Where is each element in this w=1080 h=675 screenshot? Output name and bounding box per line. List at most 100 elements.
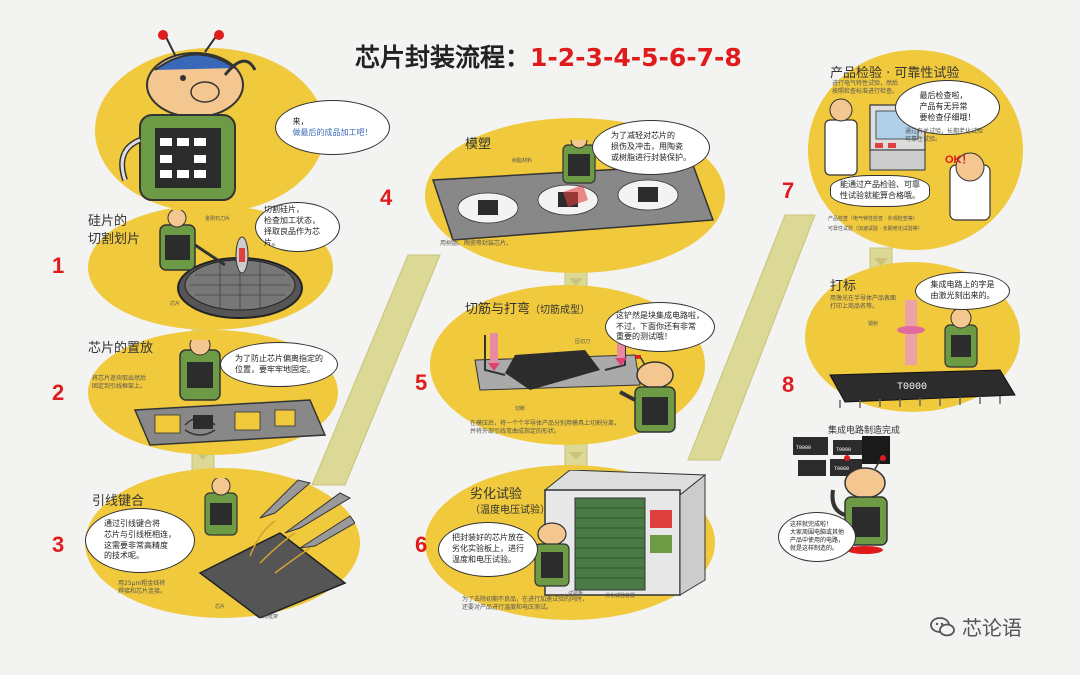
- step-3-bubble-line-4: 的技术呢。: [104, 551, 144, 561]
- step-5-note-line-2: 并将外部引线弯曲成指定的形状。: [470, 427, 561, 435]
- step-4-bubble-line-3: 或树脂进行封装保护。: [611, 152, 691, 162]
- step-7-note: 进行电气特性试验，然后按照检查标准进行检查。: [832, 80, 898, 96]
- step-1-bubble-line-1: 切割硅片，: [264, 205, 304, 215]
- step-6-bubble-line-2: 劣化实验板上，进行: [452, 544, 524, 554]
- final-chip-text-2: T0000: [836, 447, 851, 453]
- step-7-note2-line-1: 通过有关试验，长期老化试验: [905, 128, 984, 135]
- intro-bubble-line-2: 做最后的成品加工吧！: [292, 127, 373, 137]
- final-bubble-line-2: 大家周围电脑或其他: [789, 528, 844, 536]
- step-6-note-board: 试验板: [568, 591, 584, 597]
- step-7-bubble-line-2: 产品有无异常: [919, 102, 968, 112]
- step-3-speech-bubble: 通过引线键合将芯片与引线框相连，这需要非常高精度的技术呢。: [85, 508, 195, 573]
- step-8-note-line-2: 打印上商品名等。: [830, 302, 879, 310]
- step-5-bubble-line-3: 重要的测试哦！: [616, 332, 672, 342]
- final-label: 集成电路制造完成: [828, 426, 901, 436]
- step-6-bubble-line-1: 把封装好的芯片放在: [452, 533, 524, 543]
- watermark: 芯论语: [930, 612, 1022, 641]
- final-chip-text-3: T0000: [834, 466, 849, 472]
- step-4-speech-bubble: 为了减轻对芯片的损伤及冲击，用陶瓷或树脂进行封装保护。: [592, 120, 710, 175]
- step-8-bubble-line-1: 集成电路上的字是: [930, 280, 995, 290]
- step-1-note-chip: 芯片: [170, 301, 181, 307]
- step-5-trim-illustration: [474, 328, 641, 391]
- step-6-number: 6: [415, 532, 428, 557]
- final-chip-text-1: T0000: [796, 445, 811, 451]
- step-6-label-main: 劣化试验: [470, 487, 523, 502]
- step-5-label-suffix: （切筋成型）: [530, 305, 591, 316]
- step-7-speech-bubble-2: 能通过产品检验、可靠性试验就能算合格哦。: [830, 175, 930, 207]
- step-6-label: 劣化试验 （温度电压试验）: [470, 487, 550, 517]
- step-6-note-line-2: 还要对产品进行温度和电压测试。: [462, 603, 553, 611]
- step-4-number: 4: [380, 185, 393, 210]
- step-4-bubble-line-2: 损伤及冲击，用陶瓷: [611, 142, 683, 152]
- step-5-label-main: 切筋与打弯: [465, 302, 531, 317]
- step-7-label: 产品检验 · 可靠性试验: [830, 66, 960, 81]
- step-3-note: 用25μm粗金线将焊接和芯片连接。: [118, 580, 166, 596]
- step-7-note-2: 通过有关试验，长期老化试验可靠性试验。: [905, 128, 983, 144]
- step-8-chip-text: T0000: [897, 382, 927, 393]
- step-8-note: 用激光在半导体产品表面打印上商品名等。: [830, 295, 896, 311]
- final-bubble-line-4: 就是这样制造的。: [789, 545, 838, 553]
- step-1-wafer-illustration: [159, 210, 303, 319]
- step-2-bubble-line-1: 为了防止芯片偏离指定的: [235, 353, 323, 363]
- step-3-bubble-line-3: 这需要非常高精度: [104, 540, 168, 550]
- step-1-label-line-1: 硅片的: [88, 214, 128, 229]
- step-7-speech-bubble: 最后检查啦，产品有无异常要检查仔细哦！: [895, 80, 1000, 135]
- step-5-note-cutter: 压切刀: [575, 339, 591, 345]
- step-5-bubble-line-2: 不过，下面你还有非常: [616, 321, 696, 331]
- final-speech-bubble: 这样就完成啦！大家周围电脑或其他产品中使用的电路，就是这样制造的。: [778, 512, 856, 562]
- final-bubble-line-1: 这样就完成啦！: [789, 520, 832, 528]
- step-8-marking-illustration: T0000: [829, 300, 1016, 408]
- step-7-bubble-line-1: 最后检查啦，: [919, 91, 968, 101]
- step-5-note-cut: 切断: [515, 406, 526, 412]
- intro-robot-illustration: [119, 30, 257, 201]
- step-6-speech-bubble: 把封装好的芯片放在劣化实验板上，进行温度和电压试验。: [438, 522, 538, 577]
- step-4-note-resin: 树脂材料: [512, 158, 533, 164]
- step-5-speech-bubble: 这铲然是块集成电路啦，不过，下面你还有非常重要的测试哦！: [605, 302, 715, 352]
- step-1-note-blade: 金刚石刀片: [205, 216, 231, 222]
- step-6-bubble-line-3: 温度和电压试验。: [452, 554, 516, 564]
- intro-bubble-line-1: 来，: [292, 116, 309, 126]
- step-8-note-line-1: 用激光在半导体产品表面: [830, 295, 897, 302]
- step-5-label: 切筋与打弯（切筋成型）: [465, 298, 590, 317]
- step-1-bubble-line-3: 择取良品作为芯片。: [264, 227, 320, 247]
- step-2-note-line-2: 固定到引线框架上。: [92, 382, 147, 390]
- step-1-speech-bubble: 切割硅片，检查加工状态，择取良品作为芯片。: [255, 202, 340, 252]
- step-2-bubble-line-2: 位置，要牢牢地固定。: [235, 364, 315, 374]
- step-5-number: 5: [415, 370, 428, 395]
- title-prefix: 芯片封装流程：: [355, 43, 531, 72]
- step-4-label: 模塑: [465, 137, 492, 152]
- intro-speech-bubble: 来，做最后的成品加工吧！: [275, 100, 390, 155]
- step-7-legend-2: 可靠性试验（加速试验 · 长期老化试验等）: [828, 226, 923, 232]
- step-7-note-line-2: 按照检查标准进行检查。: [832, 87, 899, 95]
- final-bubble-line-3: 产品中使用的电路，: [789, 537, 844, 544]
- step-5-bubble-line-1: 这铲然是块集成电路啦，: [616, 310, 704, 320]
- step-3-note-line-2: 焊接和芯片连接。: [118, 587, 167, 595]
- step-7-legend-1: 产品检查（电气特性检查 · 外观检查等）: [828, 216, 918, 222]
- step-6-robot-illustration: [534, 522, 570, 587]
- step-3-number: 3: [52, 532, 65, 557]
- step-4-bubble-line-1: 为了减轻对芯片的: [611, 131, 675, 141]
- step-6-label-suffix: （温度电压试验）: [470, 504, 550, 516]
- step-7-bubble2-line-1: 能通过产品检验、可靠: [840, 180, 920, 190]
- step-7-bubble-line-3: 要检查仔细哦！: [919, 112, 976, 122]
- step-5-note-line-1: 在模压后，将一个个半导体产品分别用模具上切割分离，: [470, 420, 621, 427]
- final-robot-illustration: [830, 455, 888, 554]
- step-5-robot-illustration: [619, 355, 676, 433]
- step-2-speech-bubble: 为了防止芯片偏离指定的位置，要牢牢地固定。: [220, 342, 338, 387]
- step-7-ok-text: OK！: [945, 153, 973, 166]
- step-3-bubble-line-2: 芯片与引线框相连，: [104, 529, 176, 539]
- page-title: 芯片封装流程：1-2-3-4-5-6-7-8: [355, 38, 742, 74]
- step-6-note-line-1: 为了去除初期不良品，在进行加速试验的同时，: [462, 596, 589, 603]
- step-2-number: 2: [52, 380, 65, 405]
- step-1-bubble-line-2: 检查加工状态，: [264, 216, 320, 226]
- step-7-number: 7: [782, 178, 795, 203]
- step-1-label-line-2: 切割划片: [88, 231, 141, 247]
- step-6-note: 为了去除初期不良品，在进行加速试验的同时，还要对产品进行温度和电压测试。: [462, 596, 588, 612]
- step-7-bubble2-line-2: 性试验就能算合格哦。: [840, 191, 920, 200]
- step-8-note-laser: 镭射: [868, 321, 879, 327]
- step-3-note-frame: 引线框架: [258, 614, 279, 620]
- step-8-speech-bubble: 集成电路上的字是由激光刻出来的。: [915, 272, 1010, 310]
- step-1-label: 硅片的切割划片: [88, 213, 140, 248]
- step-1-number: 1: [52, 253, 65, 278]
